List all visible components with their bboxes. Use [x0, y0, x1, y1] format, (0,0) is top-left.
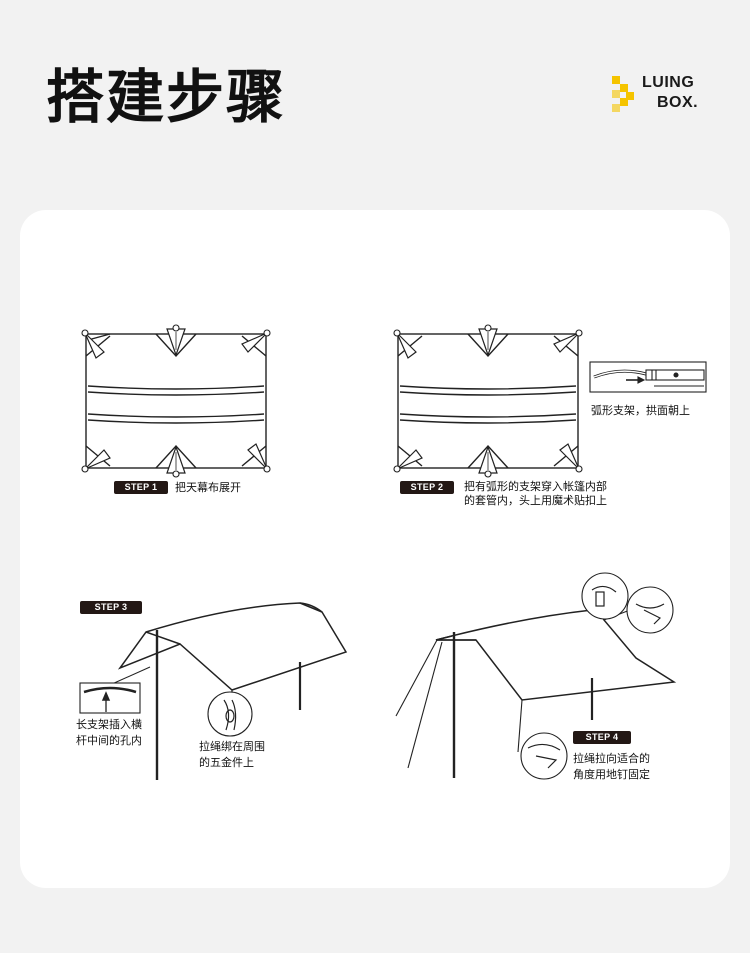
step1-tarp-drawing [81, 324, 271, 478]
step2-badge: STEP 2 [400, 481, 454, 494]
step4-caption-line1: 拉绳拉向适合的 [573, 752, 650, 765]
step3-badge: STEP 3 [80, 601, 142, 614]
step2-caption-line1: 把有弧形的支架穿入帐篷内部 [464, 480, 607, 493]
step2-caption-line2: 的套管内，头上用魔术贴扣上 [464, 494, 607, 507]
instructions-card [20, 210, 730, 888]
step1-badge: STEP 1 [114, 481, 168, 494]
step3-pole-caption-line1: 长支架插入横 [76, 718, 142, 731]
brand-logo: LUING BOX. [612, 74, 712, 114]
step2-inset-curved-pole [589, 361, 707, 393]
step4-badge: STEP 4 [573, 731, 631, 744]
brand-name-line1: LUING [642, 74, 695, 91]
step3-rope-caption-line2: 的五金件上 [199, 756, 254, 769]
step4-tarp-with-ropes [395, 572, 677, 780]
step3-tarp-on-poles [79, 602, 348, 780]
page-title: 搭建步骤 [46, 63, 287, 131]
step1-caption: 把天幕布展开 [175, 481, 241, 494]
step4-caption-line2: 角度用地钉固定 [573, 768, 650, 781]
step3-rope-caption-line1: 拉绳绑在周围 [199, 740, 265, 753]
step2-inset-caption: 弧形支架，拱面朝上 [591, 404, 690, 417]
brand-mark-icon [612, 76, 634, 112]
brand-name-line2: BOX. [657, 94, 699, 111]
step2-tarp-drawing [393, 324, 583, 478]
step3-pole-caption-line2: 杆中间的孔内 [76, 734, 142, 747]
